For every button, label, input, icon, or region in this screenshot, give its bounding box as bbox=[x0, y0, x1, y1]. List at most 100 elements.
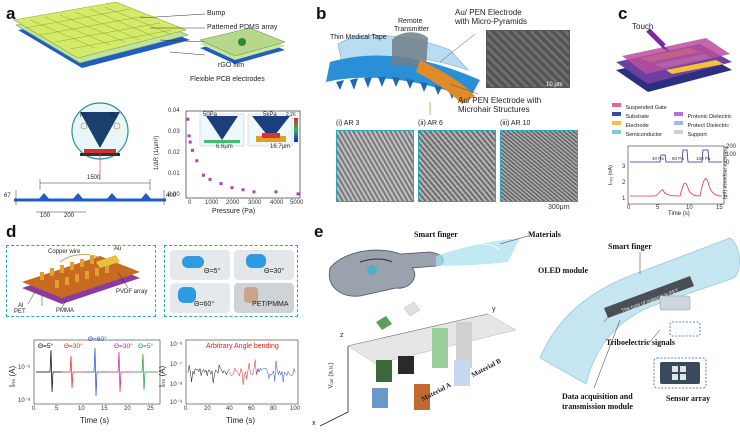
inset-label-6p6um: 6.6μm bbox=[216, 144, 233, 150]
scatter-point bbox=[186, 117, 190, 121]
signal-trace bbox=[257, 360, 296, 383]
scatter-point bbox=[195, 159, 199, 163]
xtick-a-4: 4000 bbox=[270, 200, 284, 206]
legend-item-protect-dielectric: Protect Dielectric bbox=[674, 114, 729, 132]
dim-67: 67 bbox=[4, 193, 11, 199]
scale-300um: 300μm bbox=[548, 204, 570, 211]
panel-letter-c: c bbox=[618, 4, 628, 23]
pressure-label-160pa: 160 Pa bbox=[696, 156, 711, 161]
pvdf-device-schematic bbox=[22, 254, 140, 309]
axis-label-x: x bbox=[312, 420, 316, 427]
scatter-point bbox=[187, 134, 191, 138]
ytick-c-right-2: 200 bbox=[726, 144, 737, 150]
photo-theta-30: Θ=30° bbox=[234, 250, 294, 280]
scatter-point bbox=[201, 173, 205, 177]
dim-200: 200 bbox=[64, 213, 75, 219]
label-ar10: (iii) AR 10 bbox=[500, 120, 531, 127]
ytick-dl-1: 10⁻⁸ bbox=[18, 398, 31, 404]
colorbar-max: 2.26 bbox=[286, 112, 296, 118]
label-microhair-line1: Au/ PEN Electrode with bbox=[458, 96, 542, 105]
sem-image-ar6 bbox=[418, 130, 496, 202]
dim-400: 400 bbox=[166, 193, 177, 199]
angle-label-1: Θ=5° bbox=[38, 343, 54, 350]
pressure-label-40pa: 40 Pa bbox=[652, 156, 664, 161]
label-pmma: PMMA bbox=[56, 308, 74, 314]
label-patterned-pdms: Patterned PDMS array bbox=[207, 24, 278, 31]
label-touch: Touch bbox=[632, 22, 654, 31]
label-pvdf-array: PVDF array bbox=[116, 289, 148, 295]
xtick-dl-2: 10 bbox=[78, 406, 85, 412]
label-microhair-line2: Microhair Structures bbox=[458, 105, 530, 114]
ytick-dr-3: 10⁻⁹ bbox=[170, 400, 183, 406]
dim-100: 100 bbox=[40, 213, 51, 219]
scale-10um: 10 μm bbox=[546, 82, 563, 88]
signal-trace bbox=[229, 359, 258, 385]
legend-item-suspended-gate: Suspended Gate bbox=[612, 96, 667, 114]
scatter-point bbox=[241, 188, 245, 192]
label-pet: PET bbox=[14, 309, 26, 315]
xtick-a-1: 1000 bbox=[205, 200, 219, 206]
panel-letter-b: b bbox=[316, 4, 327, 23]
scatter-point bbox=[230, 186, 234, 190]
scatter-point bbox=[252, 190, 256, 194]
label-copper-wire: Copper wire bbox=[48, 249, 81, 255]
inset-label-50pa: 50Pa bbox=[203, 112, 218, 118]
ytick-c-right-1: 100 bbox=[726, 152, 737, 158]
legend-item-semiconductor: Semiconductor bbox=[612, 123, 662, 141]
label-al: Al bbox=[18, 303, 24, 309]
legend-item-support: Support bbox=[674, 123, 707, 141]
xtick-a-3: 3000 bbox=[248, 200, 262, 206]
label-triboelectric-signals: Triboelectric signals bbox=[606, 338, 675, 347]
xlabel-dl: Time (s) bbox=[80, 416, 110, 425]
ytick-a-4: 0.04 bbox=[168, 108, 180, 114]
xtick-dl-3: 15 bbox=[101, 406, 108, 412]
label-r1: R₁ bbox=[80, 113, 87, 119]
sem-image-ar10 bbox=[500, 130, 578, 202]
scatter-point bbox=[190, 148, 194, 152]
label-daq-line2: transmission module bbox=[562, 402, 633, 411]
scatter-point bbox=[208, 177, 212, 181]
photo-pet-pmma: PET/PMMA bbox=[234, 283, 294, 313]
xlabel-c: Time (s) bbox=[668, 211, 690, 217]
xtick-dr-4: 80 bbox=[270, 406, 277, 412]
label-smart-finger-right: Smart finger bbox=[608, 242, 652, 251]
photo-theta-5: Θ=5° bbox=[170, 250, 230, 280]
inset-label-5kpa: 5kPa bbox=[263, 112, 277, 118]
pressure-label-80pa: 80 Pa bbox=[672, 156, 684, 161]
axis-label-z: z bbox=[340, 332, 344, 339]
ytick-a-0: 0.00 bbox=[168, 192, 180, 198]
xlabel-a: Pressure (Pa) bbox=[212, 208, 256, 215]
ytick-dl-0: 10⁻⁶ bbox=[18, 365, 31, 371]
legend-item-electrode: Electrode bbox=[612, 114, 649, 132]
xtick-dr-3: 60 bbox=[248, 406, 255, 412]
xtick-c-1: 5 bbox=[656, 205, 660, 211]
xtick-dl-0: 0 bbox=[32, 406, 36, 412]
ytick-c-right-0: 0 bbox=[726, 160, 730, 166]
dim-1500: 1500 bbox=[87, 175, 101, 181]
label-r2: R₂ bbox=[110, 113, 117, 119]
xtick-dr-5: 100 bbox=[290, 406, 301, 412]
label-bump: Bump bbox=[207, 10, 226, 17]
label-transmitter: Transmitter bbox=[394, 26, 430, 33]
xlabel-dr: Time (s) bbox=[226, 416, 256, 425]
xtick-dr-1: 20 bbox=[204, 406, 211, 412]
label-daq-line1: Data acquisition and bbox=[562, 392, 633, 401]
label-pyramids-line1: Au/ PEN Electrode bbox=[455, 8, 522, 17]
layer-legend: Suspended Gate Protonic Dielectric Subst… bbox=[612, 96, 738, 140]
xtick-c-2: 10 bbox=[686, 205, 693, 211]
inset-label-16p7um: 16.7μm bbox=[270, 144, 291, 150]
pressure-scatter-chart bbox=[185, 110, 301, 199]
legend-item-protonic-dielectric: Protonic Dielectric bbox=[674, 105, 732, 123]
panel-letter-e: e bbox=[314, 222, 324, 241]
label-materials: Materials bbox=[528, 230, 561, 239]
arbitrary-angle-title: Arbitrary Angle bending bbox=[206, 343, 279, 350]
label-ar6: (ii) AR 6 bbox=[418, 120, 443, 127]
xtick-c-0: 0 bbox=[627, 205, 631, 211]
ytick-a-2: 0.02 bbox=[168, 150, 180, 156]
bump-dimension-drawing bbox=[14, 153, 166, 213]
axis-label-y: y bbox=[492, 306, 496, 313]
